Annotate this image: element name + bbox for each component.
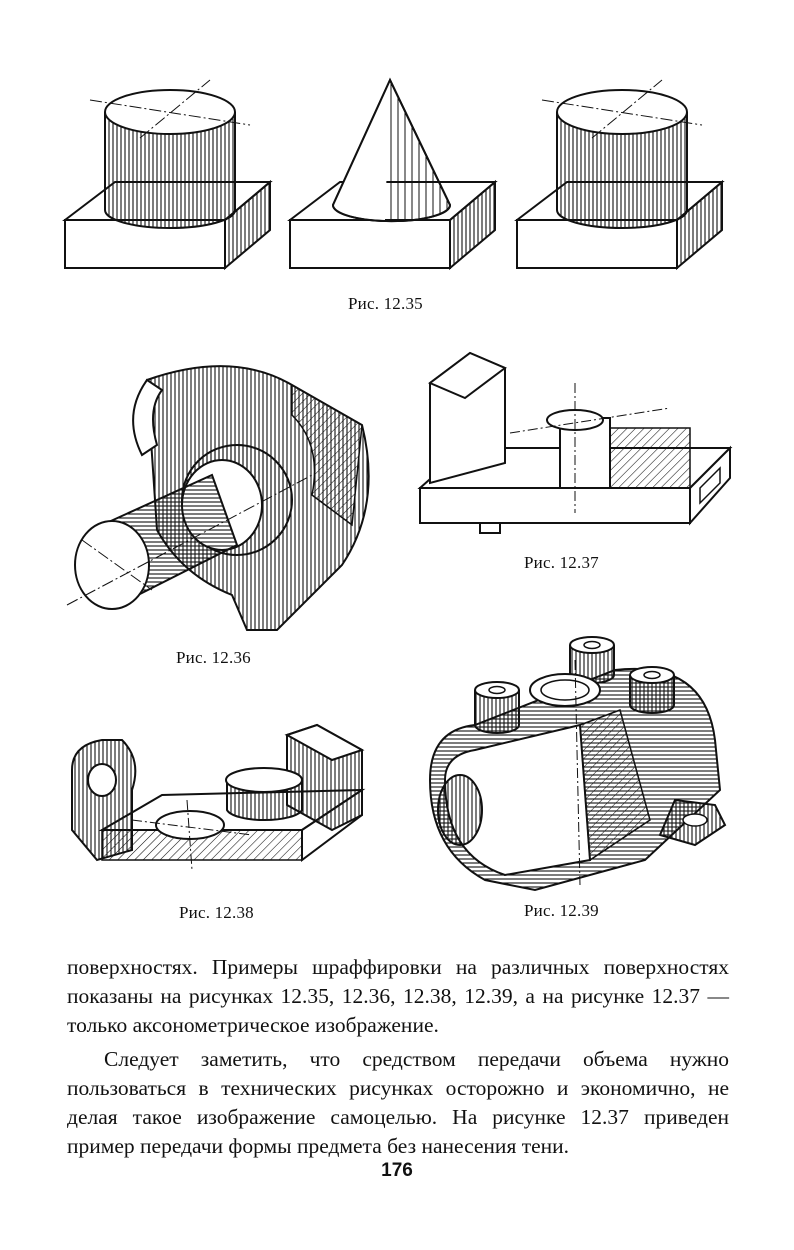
- figure-12-39-casting: [415, 630, 735, 895]
- figure-12-37-block-cut: [410, 348, 740, 548]
- figure-12-35-cylinder-right: [512, 70, 742, 280]
- paragraph-2: Следует заметить, что средством передачи…: [67, 1046, 729, 1159]
- page-number: 176: [381, 1160, 413, 1181]
- caption-12-35: Рис. 12.35: [348, 294, 423, 313]
- caption-12-37: Рис. 12.37: [524, 553, 599, 572]
- caption-12-38: Рис. 12.38: [179, 903, 254, 922]
- figure-12-36-shaft-flange: [62, 345, 372, 640]
- figure-12-35-cone: [285, 70, 515, 280]
- figure-12-35-cylinder-left: [60, 70, 290, 280]
- caption-12-39: Рис. 12.39: [524, 901, 599, 920]
- figure-12-38-bracket: [62, 720, 372, 890]
- caption-12-36: Рис. 12.36: [176, 648, 251, 667]
- paragraph-1: поверхностях. Примеры шраффировки на раз…: [67, 955, 729, 1038]
- body-text: поверхностях. Примеры шраффировки на раз…: [67, 953, 729, 1161]
